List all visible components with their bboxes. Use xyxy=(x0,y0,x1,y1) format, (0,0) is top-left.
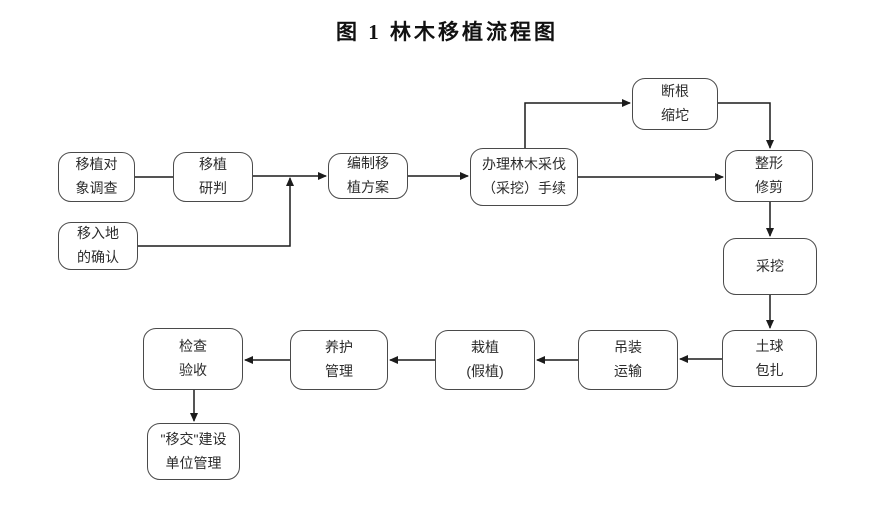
node-handover-to-builder: "移交"建设 单位管理 xyxy=(147,423,240,480)
node-root-cutting: 断根 缩坨 xyxy=(632,78,718,130)
edge-rootcut-to-prune xyxy=(718,102,774,149)
node-digging: 采挖 xyxy=(723,238,817,295)
node-destination-confirmation: 移入地 的确认 xyxy=(58,222,138,270)
node-shaping-pruning: 整形 修剪 xyxy=(725,150,813,202)
node-transplant-object-survey: 移植对 象调查 xyxy=(58,152,135,202)
node-maintenance-management: 养护 管理 xyxy=(290,330,388,390)
node-transplant-assessment: 移植 研判 xyxy=(173,152,253,202)
node-rootball-wrapping: 土球 包扎 xyxy=(722,330,817,387)
node-prepare-transplant-plan: 编制移 植方案 xyxy=(328,153,408,199)
node-hoisting-transport: 吊装 运输 xyxy=(578,330,678,390)
node-inspection-acceptance: 检查 验收 xyxy=(143,328,243,390)
node-planting: 栽植 (假植) xyxy=(435,330,535,390)
edge-permit-to-rootcut xyxy=(524,99,631,148)
diagram-title: 图 1 林木移植流程图 xyxy=(336,20,558,44)
node-felling-permit: 办理林木采伐 （采挖）手续 xyxy=(470,148,578,206)
